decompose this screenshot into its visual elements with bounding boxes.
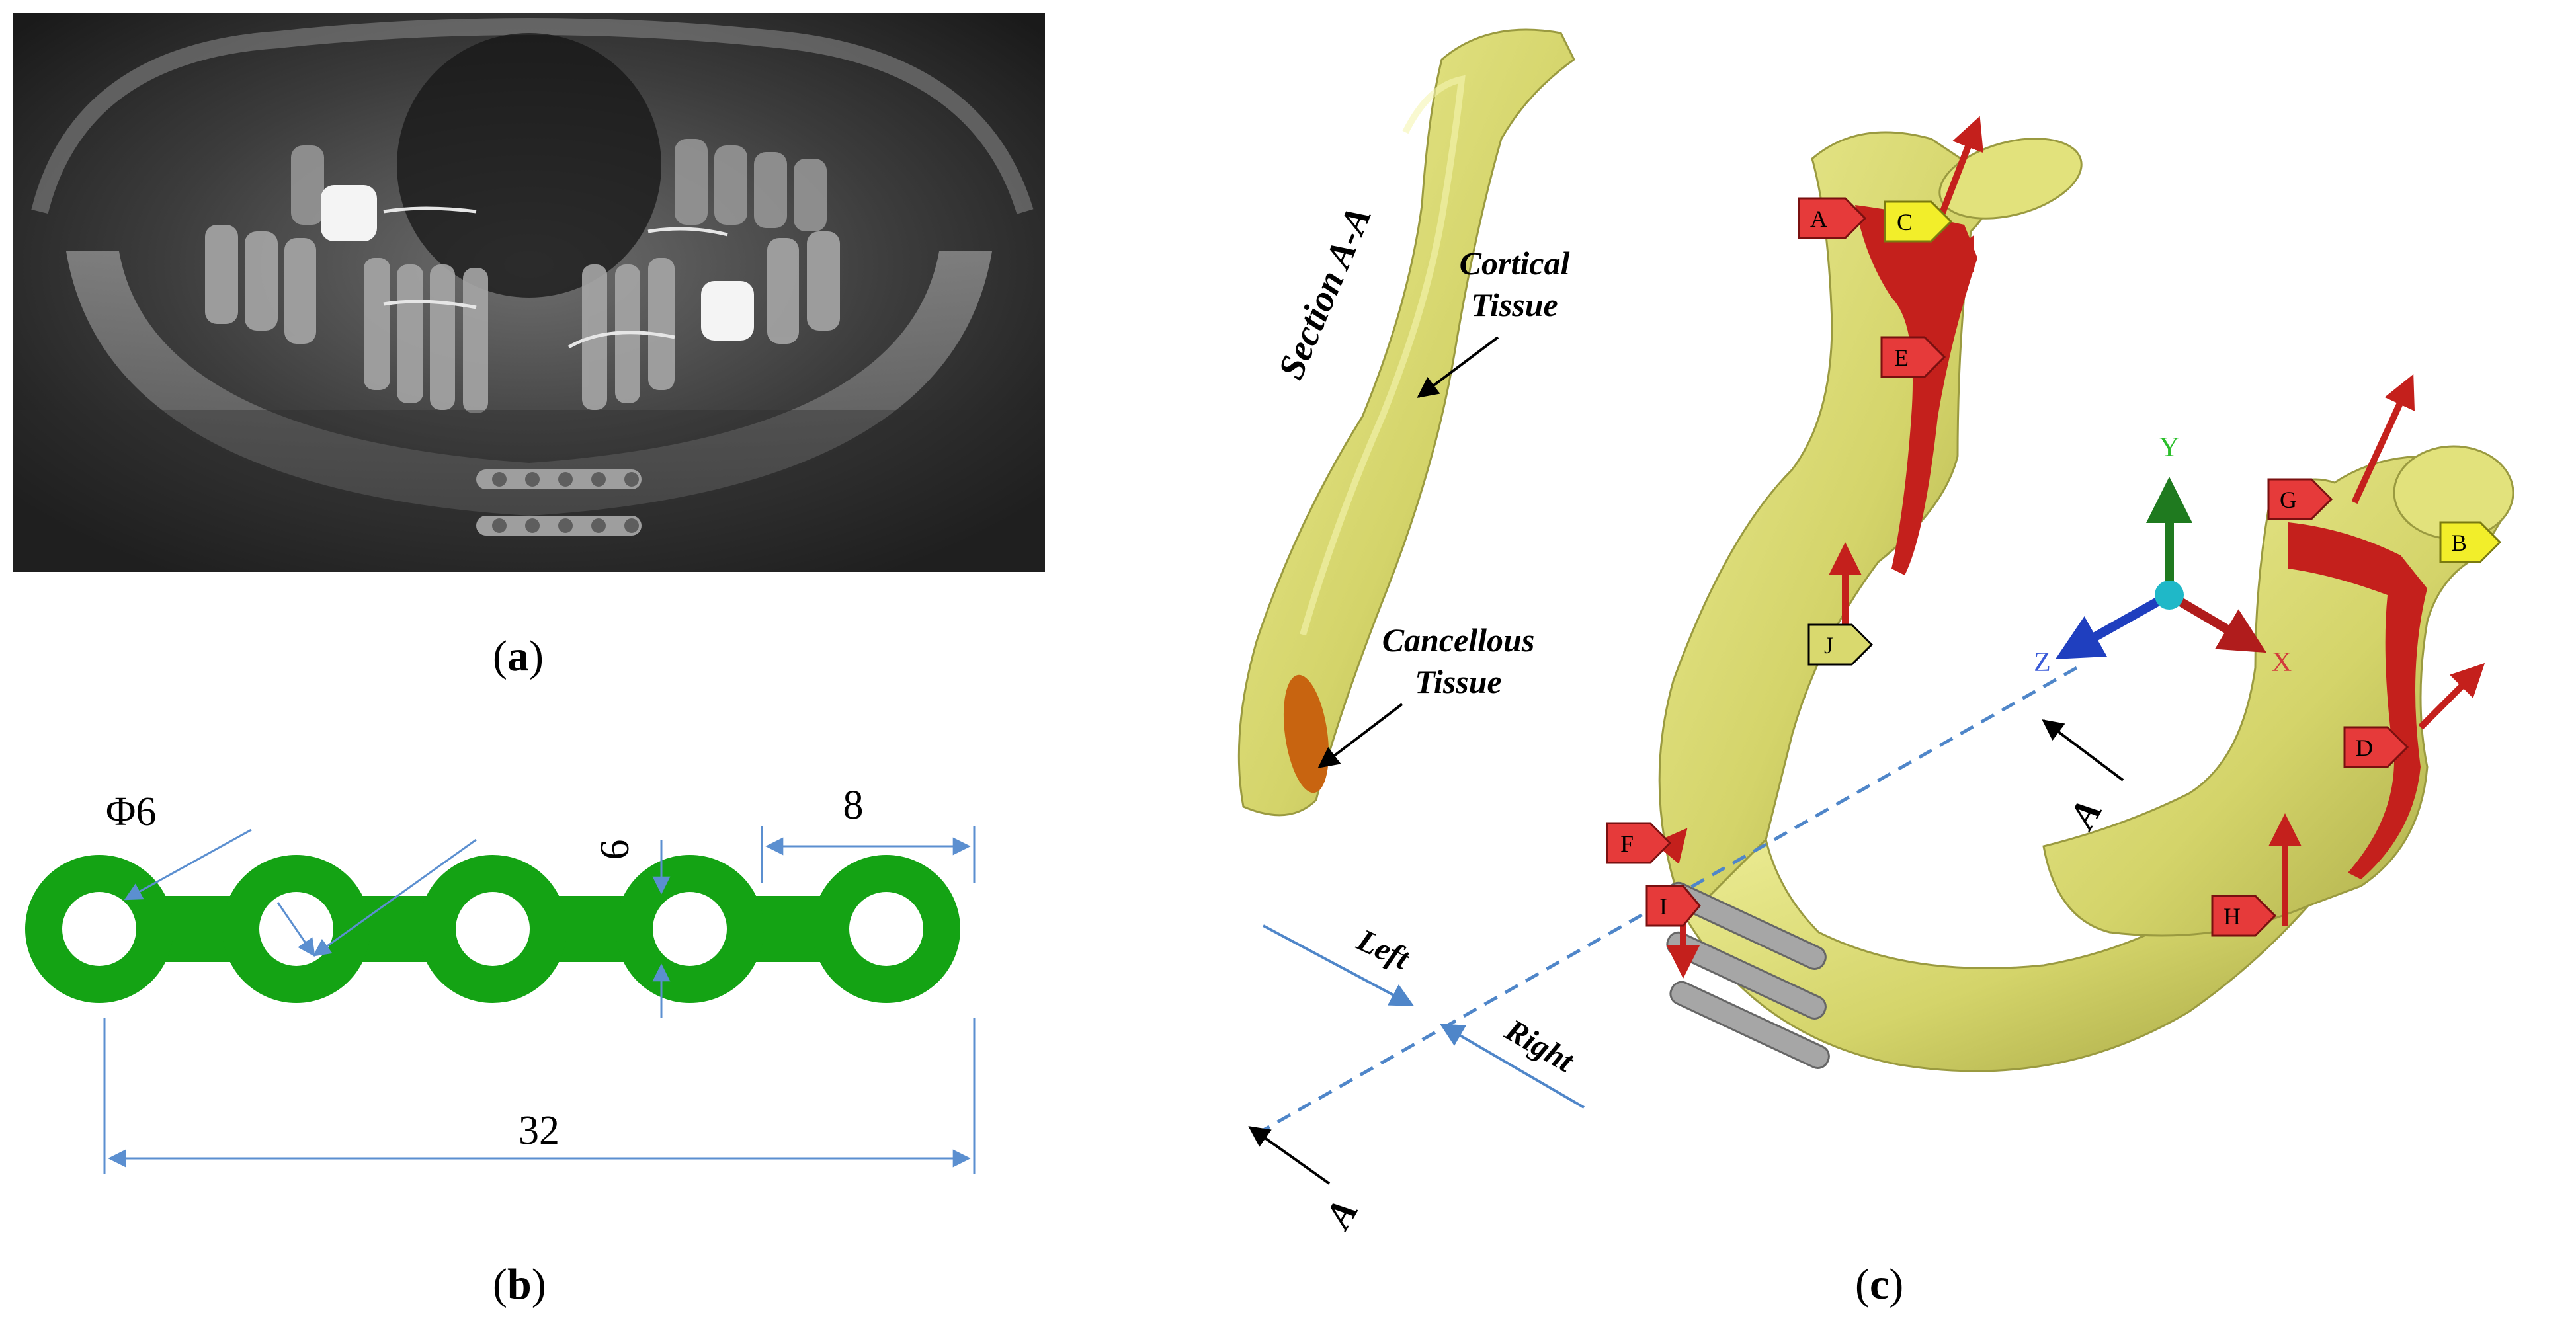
tag-f: F [1606, 822, 1672, 864]
right-label: Right [1499, 1012, 1581, 1080]
cancellous-label-2: Tissue [1415, 663, 1502, 700]
tag-b: B [2439, 521, 2502, 563]
left-label: Left [1351, 922, 1415, 977]
dim-total-length: 32 [519, 1108, 560, 1153]
tag-i: I [1645, 885, 1701, 927]
svg-text:F: F [1620, 830, 1634, 857]
svg-text:A: A [1810, 206, 1827, 232]
caption-b: (b) [493, 1260, 546, 1308]
axis-x-label: X [2272, 647, 2292, 678]
section-line [1255, 666, 2078, 1136]
tag-g: G [2267, 478, 2333, 520]
svg-text:C: C [1897, 209, 1913, 235]
dim-hole-diameter: Φ6 [106, 789, 156, 834]
cortical-label-2: Tissue [1471, 286, 1558, 323]
panel-c-fe-model: Section A-A Cortical Tissue Cancellous T… [1184, 7, 2573, 1237]
cancellous-label-1: Cancellous [1382, 622, 1535, 659]
radiograph-image [13, 13, 1045, 572]
tag-e: E [1880, 336, 1946, 378]
tag-c: C [1884, 200, 1953, 243]
dim-plate-width: 6 [593, 840, 638, 860]
svg-text:G: G [2280, 487, 2297, 513]
svg-text:I: I [1659, 893, 1667, 920]
section-a-a-view [1237, 28, 1575, 817]
svg-text:D: D [2356, 735, 2373, 761]
cortical-pointer [1417, 336, 1499, 398]
panel-a-radiograph [13, 13, 1045, 572]
tag-d: D [2343, 726, 2409, 768]
mandible-model [1658, 131, 2514, 1072]
svg-text:E: E [1894, 344, 1909, 371]
caption-a: (a) [493, 632, 544, 680]
svg-text:H: H [2223, 903, 2241, 930]
tag-h: H [2211, 895, 2277, 937]
tag-j: J [1807, 623, 1874, 666]
cancellous-pointer [1317, 703, 1403, 768]
tag-a: A [1798, 197, 1867, 239]
panel-b-plate-diagram: Φ6 8 6 32 [13, 767, 1058, 1190]
svg-text:B: B [2451, 530, 2467, 556]
cortical-label-1: Cortical [1460, 245, 1570, 282]
dim-hole-spacing: 8 [843, 783, 864, 828]
section-arrow-bottom [1248, 1126, 1331, 1185]
right-arrow [1439, 1024, 1585, 1109]
section-arrow-top [2042, 719, 2124, 782]
section-title: Section A-A [1270, 201, 1380, 385]
axis-y-label: Y [2159, 432, 2179, 463]
axis-z-label: Z [2034, 647, 2051, 678]
caption-c: (c) [1855, 1260, 1904, 1308]
section-marker-bottom: A [1315, 1191, 1366, 1236]
coordinate-triad [2055, 477, 2267, 659]
svg-text:J: J [1824, 632, 1833, 659]
left-arrow [1263, 924, 1415, 1006]
